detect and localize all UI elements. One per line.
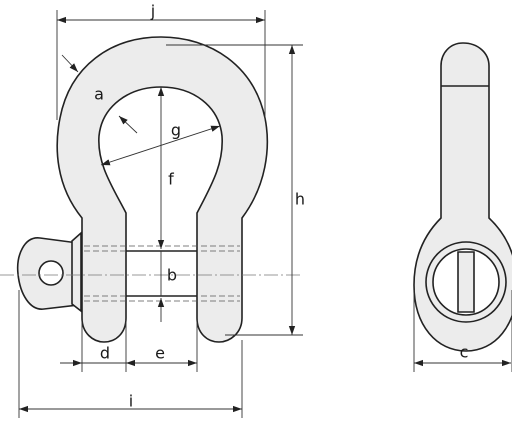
dimension-line-g bbox=[100, 125, 221, 166]
shackle-front-view bbox=[0, 36, 300, 343]
pin-collar bbox=[71, 231, 82, 313]
dimension-line-a bbox=[118, 115, 138, 134]
label-h: h bbox=[295, 190, 305, 209]
pin-head-slot bbox=[457, 251, 475, 313]
shackle-bow bbox=[56, 36, 269, 343]
label-f: f bbox=[168, 170, 174, 189]
shackle-side-view: c bbox=[413, 42, 512, 372]
pin-eye-hole bbox=[38, 260, 64, 286]
label-j: j bbox=[150, 2, 155, 21]
label-c: c bbox=[460, 343, 469, 362]
label-a: a bbox=[94, 85, 104, 104]
label-b: b bbox=[167, 266, 177, 285]
dimension-line-a bbox=[61, 54, 79, 73]
dimensions: j a g f b h d e i bbox=[18, 2, 305, 418]
label-d: d bbox=[100, 344, 110, 363]
label-e: e bbox=[155, 344, 165, 363]
label-i: i bbox=[129, 392, 133, 411]
label-g: g bbox=[171, 121, 181, 140]
